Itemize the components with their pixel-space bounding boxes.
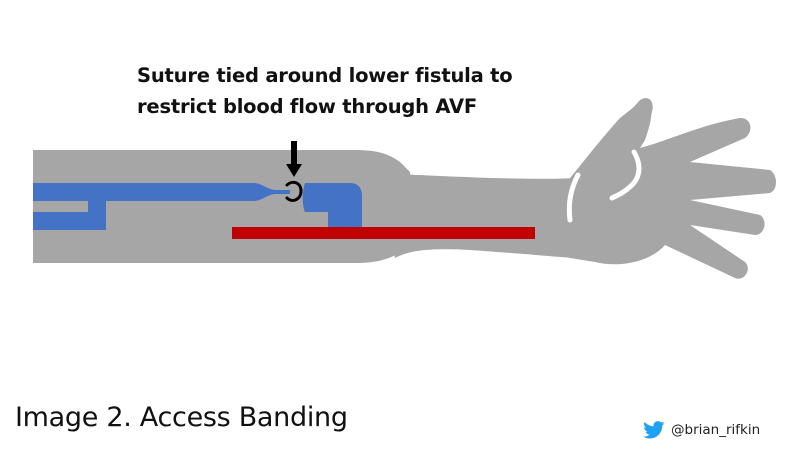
twitter-handle: @brian_rifkin bbox=[671, 422, 761, 438]
hand-crease-thumb bbox=[609, 149, 642, 201]
pointer-arrow bbox=[286, 141, 302, 177]
vein-taper bbox=[253, 183, 290, 201]
arrow-shaft bbox=[291, 141, 297, 167]
fistula-vein bbox=[33, 183, 362, 230]
vein-branch-horizontal bbox=[33, 212, 106, 230]
hand-crease-wrist bbox=[566, 172, 581, 223]
figure-caption: Image 2. Access Banding bbox=[15, 402, 348, 433]
palm bbox=[570, 98, 776, 279]
vein-main-segment bbox=[33, 183, 253, 201]
artery bbox=[232, 227, 535, 239]
twitter-credit: @brian_rifkin bbox=[643, 421, 760, 439]
thumb bbox=[600, 98, 653, 175]
suture-loop bbox=[285, 180, 303, 202]
annotation-text: Suture tied around lower fistula to rest… bbox=[137, 60, 513, 122]
annotation-line-1: Suture tied around lower fistula to bbox=[137, 64, 513, 87]
vein-elbow bbox=[302, 183, 362, 228]
arrow-head bbox=[286, 164, 302, 177]
annotation-line-2: restrict blood flow through AVF bbox=[137, 95, 478, 118]
twitter-bird-icon bbox=[643, 421, 665, 439]
